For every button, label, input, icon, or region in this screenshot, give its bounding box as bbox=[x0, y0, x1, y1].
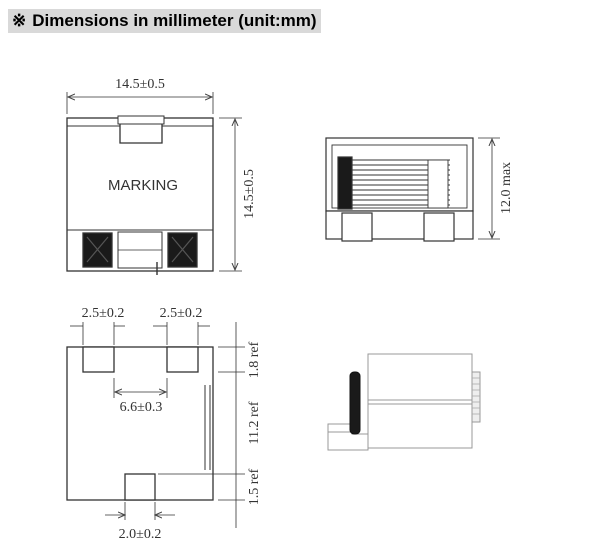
ref-top-dimension: 1.8 ref bbox=[247, 341, 262, 378]
reference-mark-icon: ※ bbox=[12, 11, 27, 30]
top-height-dimension: 14.5±0.5 bbox=[242, 169, 257, 219]
pad-right-width-dimension: 2.5±0.2 bbox=[160, 306, 203, 321]
pad-bottom-width-dimension: 2.0±0.2 bbox=[119, 527, 162, 542]
ref-middle-dimension: 11.2 ref bbox=[247, 401, 262, 444]
pad-spacing-dimension: 6.6±0.3 bbox=[120, 400, 163, 415]
side-view bbox=[325, 137, 500, 242]
pad-layout-view bbox=[66, 322, 245, 528]
pad-left-width-dimension: 2.5±0.2 bbox=[82, 306, 125, 321]
top-width-dimension: 14.5±0.5 bbox=[115, 77, 165, 92]
section-title-text: Dimensions in millimeter (unit:mm) bbox=[32, 11, 317, 30]
marking-label: MARKING bbox=[108, 177, 178, 194]
section-title: ※ Dimensions in millimeter (unit:mm) bbox=[8, 9, 321, 33]
top-view bbox=[66, 92, 242, 275]
ref-bottom-dimension: 1.5 ref bbox=[247, 468, 262, 505]
perspective-view bbox=[327, 353, 481, 451]
side-height-dimension: 12.0 max bbox=[499, 162, 514, 214]
